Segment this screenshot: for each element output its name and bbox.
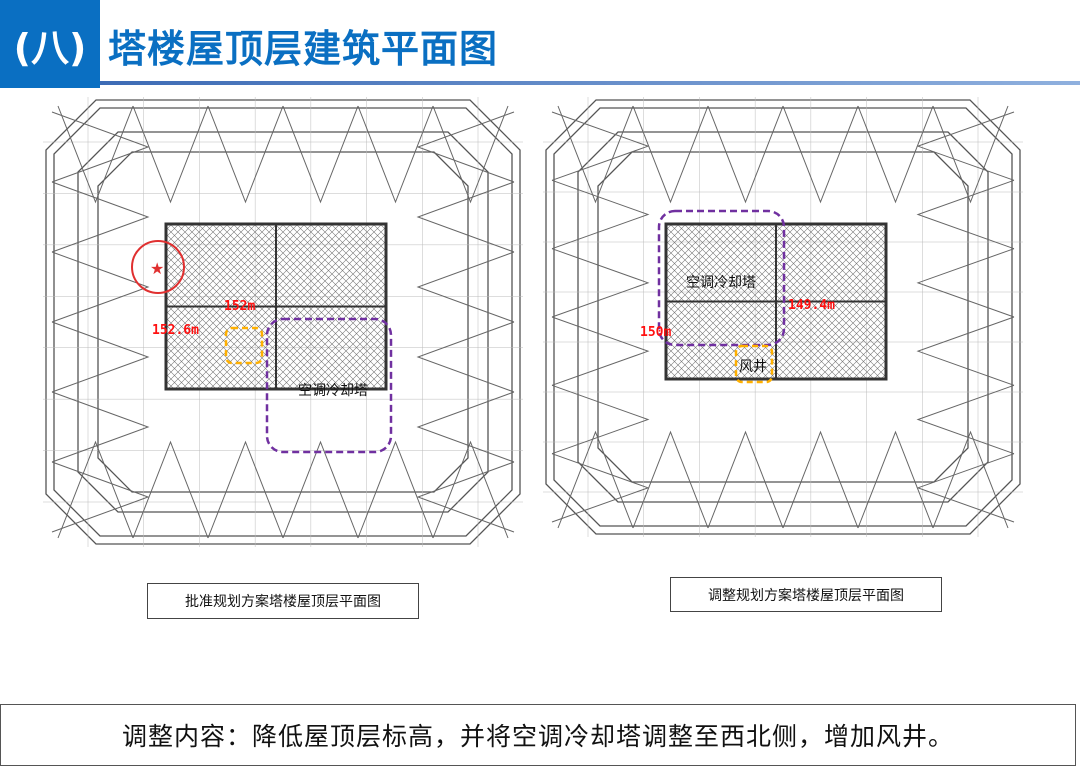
adjustment-summary: 调整内容：降低屋顶层标高，并将空调冷却塔调整至西北侧，增加风井。 — [0, 704, 1076, 766]
shaft-label: 风井 — [739, 359, 767, 375]
floor-plan-drawing — [543, 97, 1023, 537]
approved-roof-plan: ★ 152m 152.6m 空调冷却塔 — [38, 92, 528, 552]
section-number: (八) — [0, 0, 100, 88]
parapet-elevation-label: 152.6m — [152, 323, 199, 338]
markers — [657, 209, 786, 384]
cooling-tower-marker — [657, 209, 786, 347]
roof-elevation-label: 152m — [224, 299, 256, 314]
adjusted-plan-caption: 调整规划方案塔楼屋顶层平面图 — [670, 577, 942, 612]
markers: ★ — [131, 240, 393, 454]
roof-elevation-label: 149.4m — [788, 298, 835, 313]
shaft-marker — [224, 326, 264, 365]
parapet-elevation-label: 150m — [640, 325, 672, 340]
page-title: 塔楼屋顶层建筑平面图 — [108, 27, 499, 71]
floor-plan-drawing — [43, 97, 523, 547]
header-divider — [100, 81, 1080, 85]
approval-seal-icon — [131, 240, 185, 294]
adjusted-roof-plan: 149.4m 150m 空调冷却塔 风井 — [538, 92, 1028, 542]
shaft-marker — [734, 344, 774, 384]
cooling-tower-label: 空调冷却塔 — [686, 275, 756, 291]
seal-star-icon: ★ — [150, 259, 164, 278]
cooling-tower-label: 空调冷却塔 — [298, 383, 368, 399]
approved-plan-caption: 批准规划方案塔楼屋顶层平面图 — [147, 583, 419, 619]
cooling-tower-marker — [265, 317, 393, 454]
